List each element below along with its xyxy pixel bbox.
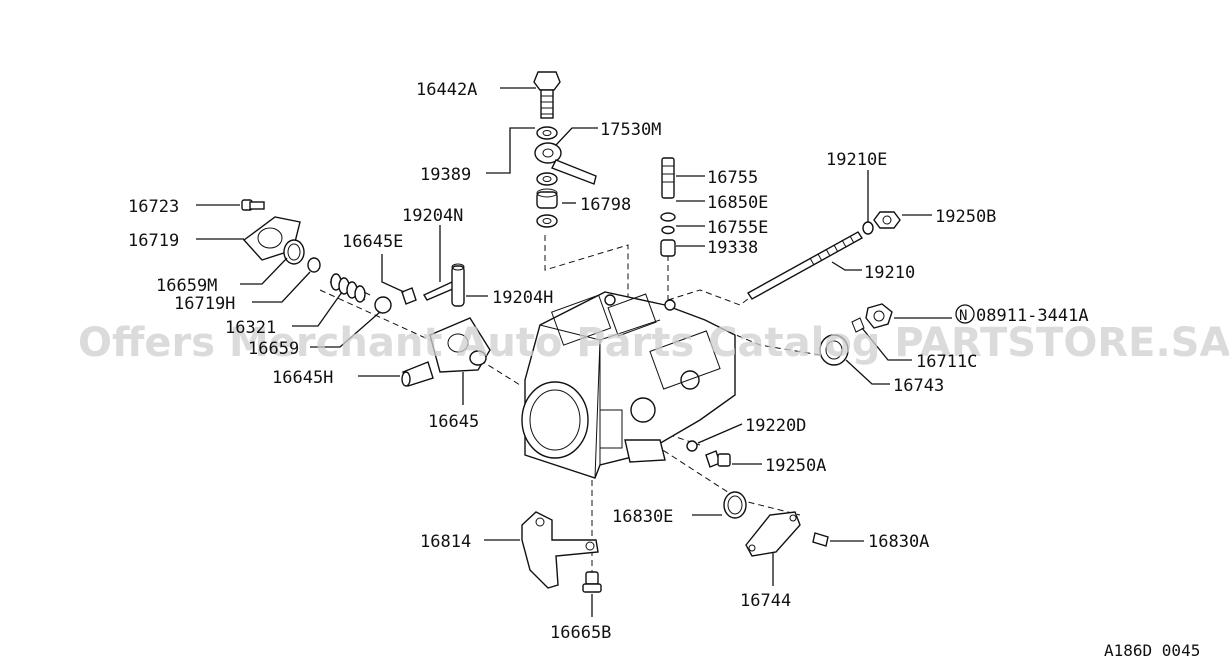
label-16711C[interactable]: 16711C <box>916 352 977 372</box>
label-16755E[interactable]: 16755E <box>707 218 768 238</box>
part-16645E <box>401 287 417 305</box>
label-19250B[interactable]: 19250B <box>935 207 996 227</box>
label-16719H[interactable]: 16719H <box>174 294 235 314</box>
label-08911-group[interactable]: N 08911-3441A <box>955 304 1089 326</box>
label-16723[interactable]: 16723 <box>128 197 179 217</box>
part-16719H <box>307 257 321 273</box>
label-16743[interactable]: 16743 <box>893 376 944 396</box>
label-16645E[interactable]: 16645E <box>342 232 403 252</box>
part-bracket-16814 <box>521 511 599 589</box>
part-pin-19204N <box>422 281 456 301</box>
label-19204H[interactable]: 19204H <box>492 288 553 308</box>
part-bolt-16665B <box>582 571 602 593</box>
label-17530M[interactable]: 17530M <box>600 120 661 140</box>
part-oring-16830E <box>723 491 747 519</box>
part-cover-16744 <box>745 511 801 557</box>
watermark-text: Offers Merchant Auto Parts Catalog PARTS… <box>78 320 1229 366</box>
label-16645[interactable]: 16645 <box>428 412 479 432</box>
part-ring-16659M <box>283 239 305 265</box>
label-19210[interactable]: 19210 <box>864 263 915 283</box>
part-16755-stack <box>660 157 676 257</box>
part-body-16645 <box>429 317 491 373</box>
label-19389[interactable]: 19389 <box>420 165 471 185</box>
part-screw-16830A <box>812 532 829 547</box>
part-cap-16645H <box>401 361 434 387</box>
label-19204N[interactable]: 19204N <box>402 206 463 226</box>
throttle-body <box>521 291 736 479</box>
label-19210E[interactable]: 19210E <box>826 150 887 170</box>
part-nut-08911 <box>865 303 893 329</box>
part-washers-19389 <box>536 126 558 228</box>
nut-symbol-circle <box>955 304 975 324</box>
nut-symbol: N <box>959 308 967 324</box>
part-bolt-16442A <box>533 71 561 119</box>
part-screw-19210 <box>746 211 901 300</box>
part-16798 <box>536 188 558 209</box>
label-16814[interactable]: 16814 <box>420 532 471 552</box>
label-16830A[interactable]: 16830A <box>868 532 929 552</box>
label-16744[interactable]: 16744 <box>740 591 791 611</box>
part-labels: 16442A 17530M 19389 16798 16755 16850E 1… <box>128 80 1089 643</box>
label-19250A[interactable]: 19250A <box>765 456 826 476</box>
part-screw-19250A <box>705 450 731 468</box>
label-16659M[interactable]: 16659M <box>156 276 217 296</box>
diagram-code: A186D 0045 <box>1104 641 1200 660</box>
part-banjo-17530M <box>534 142 597 185</box>
label-16645H[interactable]: 16645H <box>272 368 333 388</box>
label-16442A[interactable]: 16442A <box>416 80 477 100</box>
part-washer-19220D <box>686 440 698 452</box>
label-16719[interactable]: 16719 <box>128 231 179 251</box>
label-16755[interactable]: 16755 <box>707 168 758 188</box>
part-spring-16321 <box>329 273 392 314</box>
label-08911-3441A[interactable]: 08911-3441A <box>976 306 1089 326</box>
part-pin-19204H <box>451 263 465 307</box>
leader-lines <box>196 87 952 617</box>
label-19338[interactable]: 19338 <box>707 238 758 258</box>
label-19220D[interactable]: 19220D <box>745 416 806 436</box>
part-clip-16711C <box>851 317 865 333</box>
label-16850E[interactable]: 16850E <box>707 193 768 213</box>
part-seal-16743 <box>819 334 849 366</box>
label-16665B[interactable]: 16665B <box>550 623 611 643</box>
label-16830E[interactable]: 16830E <box>612 507 673 527</box>
label-16659[interactable]: 16659 <box>248 339 299 359</box>
label-16321[interactable]: 16321 <box>225 318 276 338</box>
part-bolt-16723 <box>241 199 265 211</box>
label-16798[interactable]: 16798 <box>580 195 631 215</box>
